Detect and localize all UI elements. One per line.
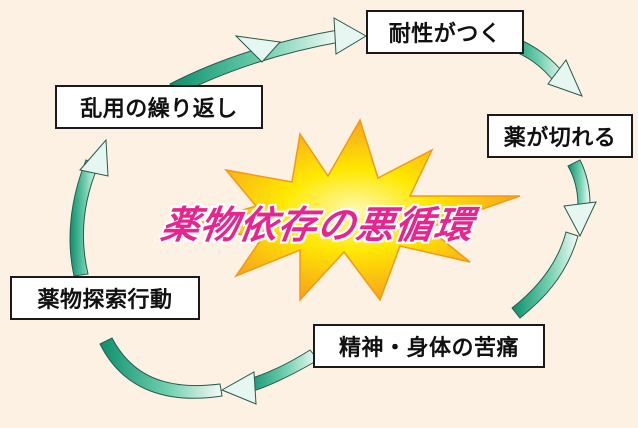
- step-suffering: 精神・身体の苦痛: [313, 324, 545, 368]
- step-seeking: 薬物探索行動: [10, 276, 200, 320]
- step-seeking-label: 薬物探索行動: [37, 288, 173, 313]
- step-abuse: 乱用の繰り返し: [55, 85, 263, 129]
- burst-shape: [189, 118, 521, 302]
- arrow-abuse-to-tolerance: [169, 17, 367, 97]
- step-tolerance-label: 耐性がつく: [388, 22, 502, 47]
- diagram-title: 薬物依存の悪循環: [158, 203, 477, 247]
- step-wearoff: 薬が切れる: [487, 114, 633, 158]
- arrow-suffering-to-seeking: [99, 337, 319, 405]
- step-abuse-label: 乱用の繰り返し: [80, 97, 238, 122]
- step-tolerance: 耐性がつく: [366, 10, 524, 54]
- step-suffering-label: 精神・身体の苦痛: [338, 336, 519, 361]
- step-wearoff-label: 薬が切れる: [503, 126, 617, 151]
- arrow-wearoff-to-suffering: [511, 159, 597, 319]
- arrow-seeking-to-abuse: [69, 138, 109, 277]
